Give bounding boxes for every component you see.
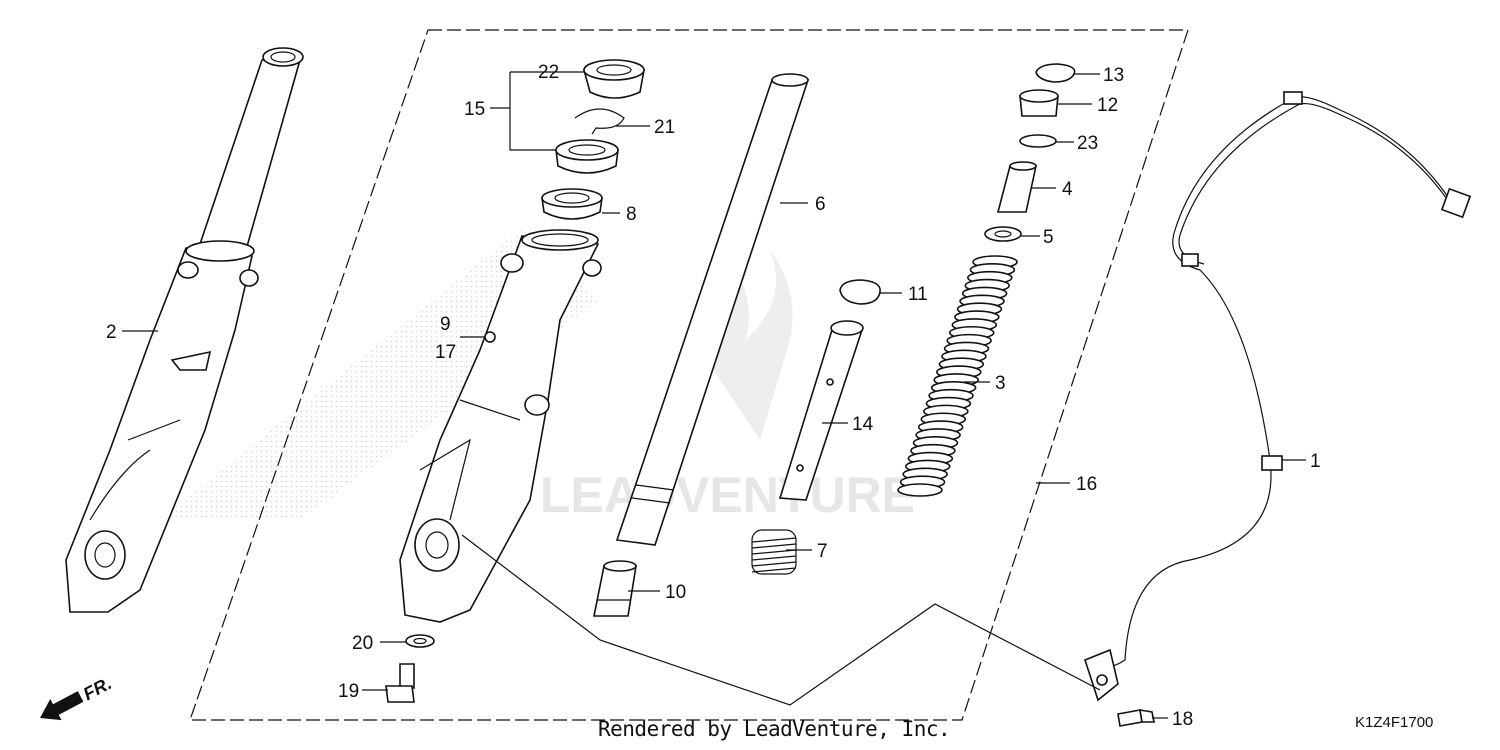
callout-20: 20	[352, 633, 373, 654]
callouts: 2 22 15 21 8 9 17 6 11 14 7 10 13 12 23 …	[106, 62, 1321, 730]
oil-lock-piece[interactable]	[593, 560, 637, 617]
front-direction-arrow: FR.	[40, 673, 115, 721]
callout-6: 6	[815, 194, 826, 215]
stopper-ring[interactable]	[1035, 63, 1076, 83]
spring-coil	[897, 483, 943, 497]
callout-16: 16	[1076, 474, 1097, 495]
callout-9: 9	[440, 314, 451, 335]
callout-14: 14	[852, 414, 874, 435]
spring-spacer[interactable]	[996, 161, 1037, 213]
callout-1: 1	[1310, 451, 1321, 472]
watermark-text: LEADVENTURE	[540, 467, 915, 523]
fork-spring[interactable]	[897, 255, 1018, 497]
render-credit: Rendered by LeadVenture, Inc.	[598, 717, 951, 741]
callout-8: 8	[626, 204, 637, 225]
leader-lines	[122, 71, 1306, 719]
callout-19: 19	[338, 681, 359, 702]
kit-outline	[189, 29, 1189, 721]
callout-17: 17	[435, 342, 456, 363]
sensor-bolt[interactable]	[1117, 709, 1155, 727]
fork-bolt[interactable]	[1019, 89, 1059, 117]
drain-washer[interactable]	[405, 634, 435, 648]
spring-washer[interactable]	[984, 226, 1022, 242]
oil-seal[interactable]	[555, 139, 619, 174]
o-ring[interactable]	[1019, 134, 1057, 148]
rebound-spring[interactable]	[751, 529, 797, 575]
diagram-code: K1Z4F1700	[1355, 714, 1434, 731]
damper-rod[interactable]	[778, 320, 864, 501]
callout-11: 11	[908, 284, 928, 305]
wheel-speed-sensor[interactable]	[1084, 91, 1472, 702]
retaining-clip[interactable]	[574, 108, 625, 135]
callout-3: 3	[995, 373, 1006, 394]
front-indicator-label: FR.	[80, 673, 115, 704]
drain-bolt[interactable]	[385, 663, 415, 703]
dust-seal[interactable]	[582, 59, 645, 99]
callout-12: 12	[1097, 95, 1118, 116]
callout-4: 4	[1062, 179, 1073, 200]
callout-7: 7	[817, 541, 828, 562]
callout-13: 13	[1103, 65, 1124, 86]
watermark: LEADVENTURE	[160, 230, 915, 523]
backup-ring[interactable]	[541, 188, 603, 220]
callout-2: 2	[106, 322, 117, 343]
callout-15: 15	[464, 99, 485, 120]
fork-pipe[interactable]	[615, 73, 810, 546]
callout-21: 21	[654, 117, 675, 138]
piston-ring[interactable]	[839, 279, 881, 305]
fork-slider[interactable]	[399, 229, 602, 623]
callout-5: 5	[1043, 227, 1054, 248]
callout-22: 22	[538, 62, 559, 83]
fork-leg-assembly[interactable]	[65, 47, 304, 613]
callout-18: 18	[1172, 709, 1193, 730]
callout-10: 10	[665, 582, 686, 603]
callout-23: 23	[1077, 133, 1098, 154]
